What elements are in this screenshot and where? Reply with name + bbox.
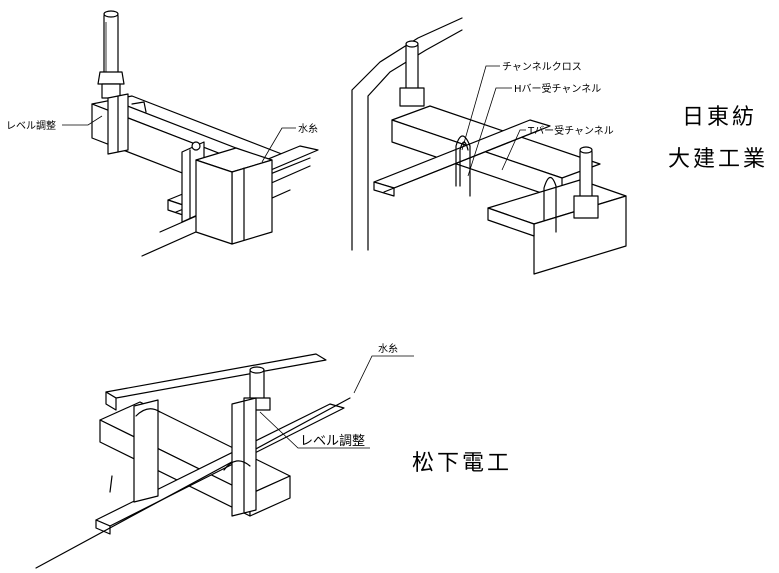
top-left-water-line-label: 水糸 xyxy=(298,123,318,135)
manufacturer-nittobo: 日東紡 xyxy=(682,105,757,130)
bottom-assembly: 水糸 レベル調整 松下電工 xyxy=(35,343,512,569)
channel-cross-label: チャンネルクロス xyxy=(502,61,582,73)
manufacturer-matsushita: 松下電工 xyxy=(412,451,512,476)
bottom-water-line-label: 水糸 xyxy=(378,343,398,355)
t-bar-channel-label: Tバー受チャンネル xyxy=(527,125,614,137)
manufacturer-daiken: 大建工業 xyxy=(668,147,768,172)
h-bar-channel-label: Hバー受チャンネル xyxy=(514,83,601,95)
top-left-assembly: レベル調整 水糸 xyxy=(6,10,319,257)
top-right-assembly: チャンネルクロス Hバー受チャンネル Tバー受チャンネル 日東紡 大建工業 xyxy=(351,17,768,275)
top-left-level-adjust-label: レベル調整 xyxy=(6,119,56,132)
bottom-level-adjust-label: レベル調整 xyxy=(300,434,365,449)
